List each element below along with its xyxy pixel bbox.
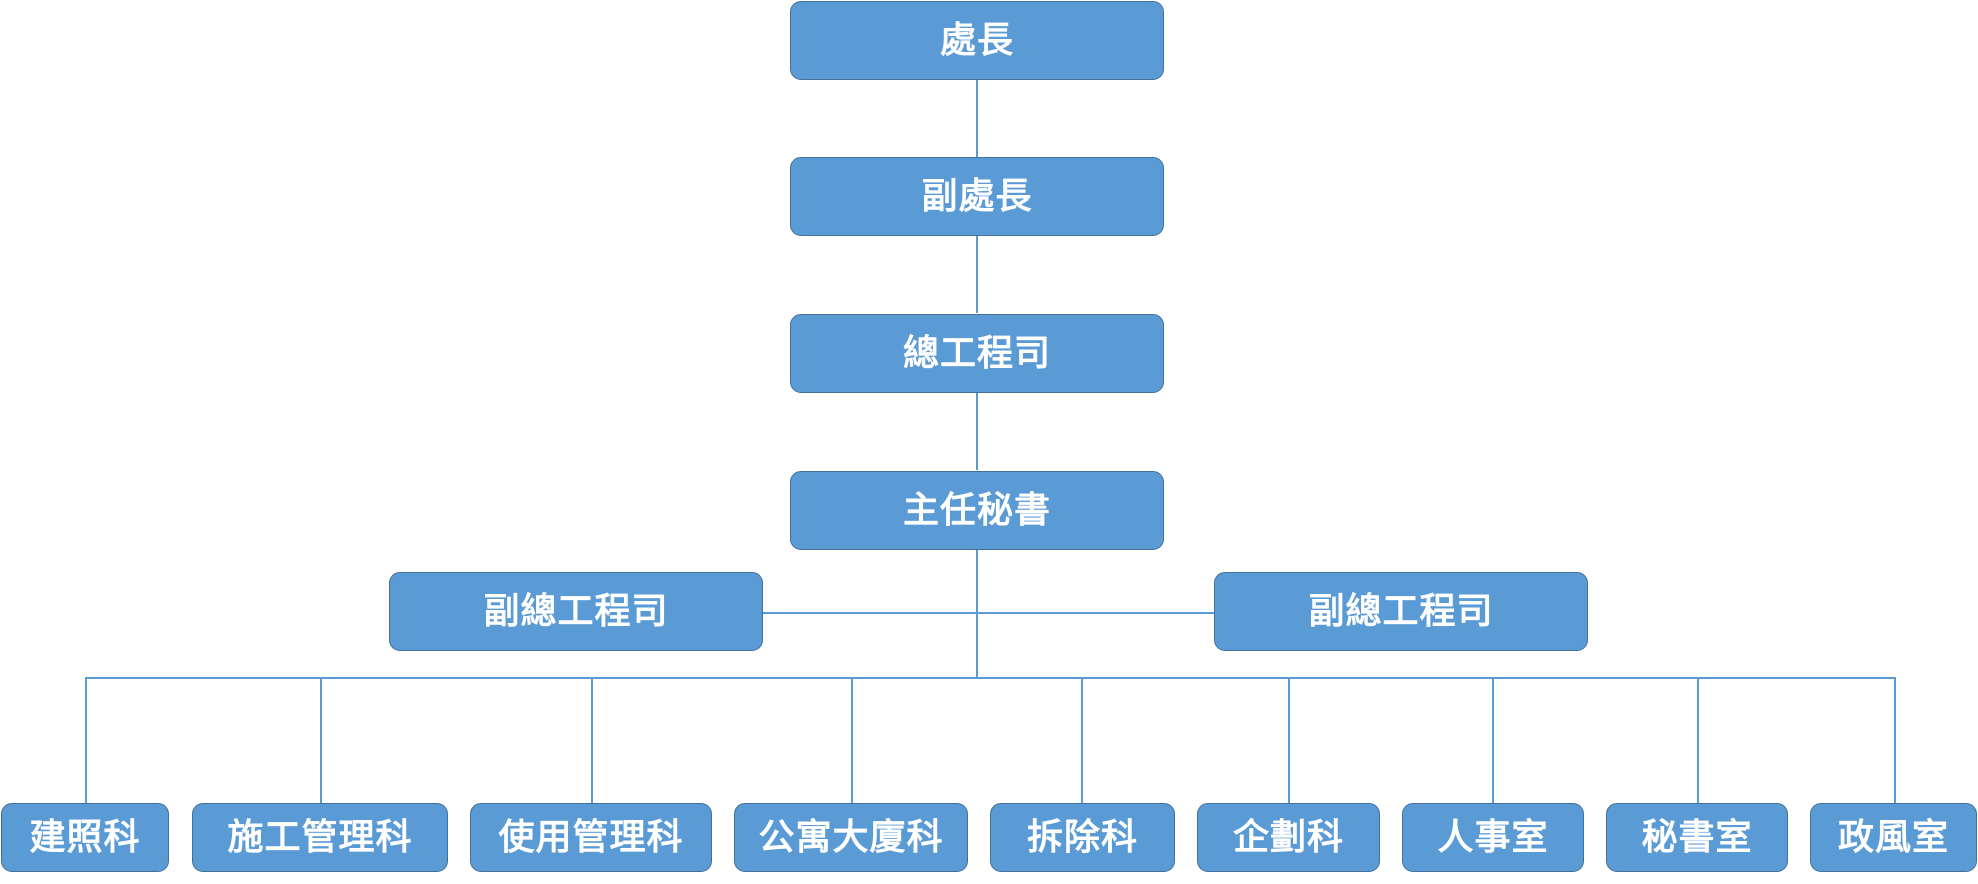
connector-unit-5 (1081, 677, 1083, 803)
unit-box: 企劃科 (1197, 803, 1380, 872)
unit-box: 人事室 (1402, 803, 1584, 872)
chief-engineer-box: 總工程司 (790, 314, 1164, 393)
unit-box: 拆除科 (990, 803, 1175, 872)
connector-chief-engineer-to-secretary (976, 393, 978, 470)
connector-unit-4 (851, 677, 853, 803)
unit-label: 人事室 (1437, 816, 1549, 858)
deputy-director-label: 副處長 (921, 175, 1033, 217)
connector-secretary-to-units-bus (976, 550, 978, 678)
connector-units-bus (85, 677, 1895, 679)
unit-label: 使用管理科 (498, 816, 684, 858)
chief-engineer-label: 總工程司 (902, 332, 1051, 374)
unit-label: 秘書室 (1641, 816, 1753, 858)
chief-secretary-label: 主任秘書 (902, 489, 1051, 531)
connector-unit-1 (85, 677, 87, 803)
connector-unit-8 (1697, 677, 1699, 803)
connector-deputy-chief-engineers (762, 612, 1214, 614)
director-label: 處長 (939, 19, 1014, 61)
connector-unit-7 (1492, 677, 1494, 803)
unit-box: 公寓大廈科 (734, 803, 968, 872)
connector-unit-6 (1288, 677, 1290, 803)
deputy-chief-engineer-right-label: 副總工程司 (1308, 590, 1494, 632)
unit-label: 建照科 (29, 816, 141, 858)
unit-label: 拆除科 (1026, 816, 1138, 858)
director-box: 處長 (790, 1, 1164, 80)
deputy-director-box: 副處長 (790, 157, 1164, 236)
unit-label: 施工管理科 (227, 816, 413, 858)
unit-label: 政風室 (1837, 816, 1949, 858)
unit-box: 政風室 (1810, 803, 1977, 872)
connector-unit-9 (1894, 677, 1896, 803)
connector-director-to-deputy (976, 80, 978, 157)
unit-box: 建照科 (1, 803, 169, 872)
connector-deputy-to-chief-engineer (976, 236, 978, 313)
connector-unit-3 (591, 677, 593, 803)
unit-label: 公寓大廈科 (758, 816, 944, 858)
deputy-chief-engineer-right-box: 副總工程司 (1214, 572, 1588, 651)
chief-secretary-box: 主任秘書 (790, 471, 1164, 550)
deputy-chief-engineer-left-label: 副總工程司 (483, 590, 669, 632)
unit-label: 企劃科 (1232, 816, 1344, 858)
unit-box: 秘書室 (1606, 803, 1788, 872)
unit-box: 施工管理科 (192, 803, 448, 872)
deputy-chief-engineer-left-box: 副總工程司 (389, 572, 763, 651)
unit-box: 使用管理科 (470, 803, 712, 872)
connector-unit-2 (320, 677, 322, 803)
